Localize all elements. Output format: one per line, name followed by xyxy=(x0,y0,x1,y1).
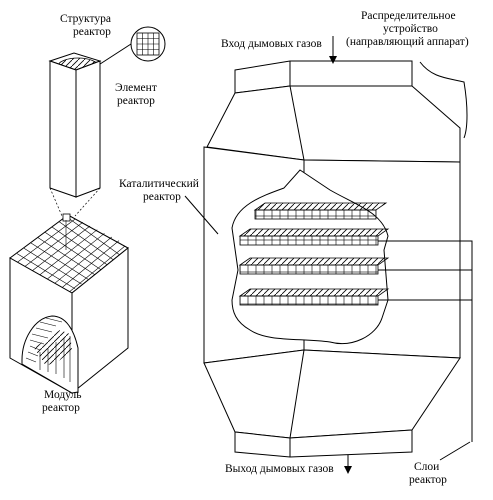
layers-label: Слои реактор xyxy=(409,461,447,486)
structure-label: Структура реактор xyxy=(60,13,111,38)
reactor-module xyxy=(9,213,129,395)
svg-text:Элемент: Элемент xyxy=(115,82,157,94)
element-label: Элемент реактор xyxy=(115,82,157,107)
structure-leader-line xyxy=(96,43,132,67)
svg-text:Распределительное: Распределительное xyxy=(361,10,456,22)
gas-outlet-arrow xyxy=(344,455,352,474)
svg-text:(направляющий аппарат): (направляющий аппарат) xyxy=(346,36,469,48)
svg-text:Структура: Структура xyxy=(60,13,111,25)
distributor-label: Распределительное устройство (направляющ… xyxy=(346,10,469,48)
distributor-callout-line xyxy=(419,61,468,139)
reactor-element xyxy=(48,52,102,198)
module-label: Модуль реактор xyxy=(42,389,81,414)
gas-outlet-label: Выход дымовых газов xyxy=(225,463,334,475)
layer-callout-lines xyxy=(378,240,473,461)
catalyst-layer-2 xyxy=(238,228,390,246)
svg-text:реактор: реактор xyxy=(409,474,447,486)
catalyst-layer-1 xyxy=(253,202,388,220)
structure-detail xyxy=(96,26,166,67)
svg-text:Каталитический: Каталитический xyxy=(119,178,199,190)
catalytic-leader-line xyxy=(184,195,219,235)
svg-text:реактор: реактор xyxy=(117,95,155,107)
gas-inlet-arrow xyxy=(329,36,337,64)
catalyst-layer-4 xyxy=(238,288,390,306)
svg-text:реактор: реактор xyxy=(42,402,80,414)
catalyst-layer-3 xyxy=(238,257,390,275)
svg-text:реактор: реактор xyxy=(143,191,181,203)
projection-lines xyxy=(49,187,101,217)
structure-cell-grid xyxy=(136,32,160,56)
catalyst-layers xyxy=(238,202,390,306)
gas-inlet-label: Вход дымовых газов xyxy=(221,38,322,50)
svg-text:Модуль: Модуль xyxy=(44,389,81,401)
svg-text:устройство: устройство xyxy=(383,23,438,35)
svg-text:реактор: реактор xyxy=(73,26,111,38)
catalytic-reactor xyxy=(203,60,473,461)
module-top-grid xyxy=(16,213,126,294)
svg-text:Слои: Слои xyxy=(414,461,439,473)
catalytic-label: Каталитический реактор xyxy=(119,178,199,203)
